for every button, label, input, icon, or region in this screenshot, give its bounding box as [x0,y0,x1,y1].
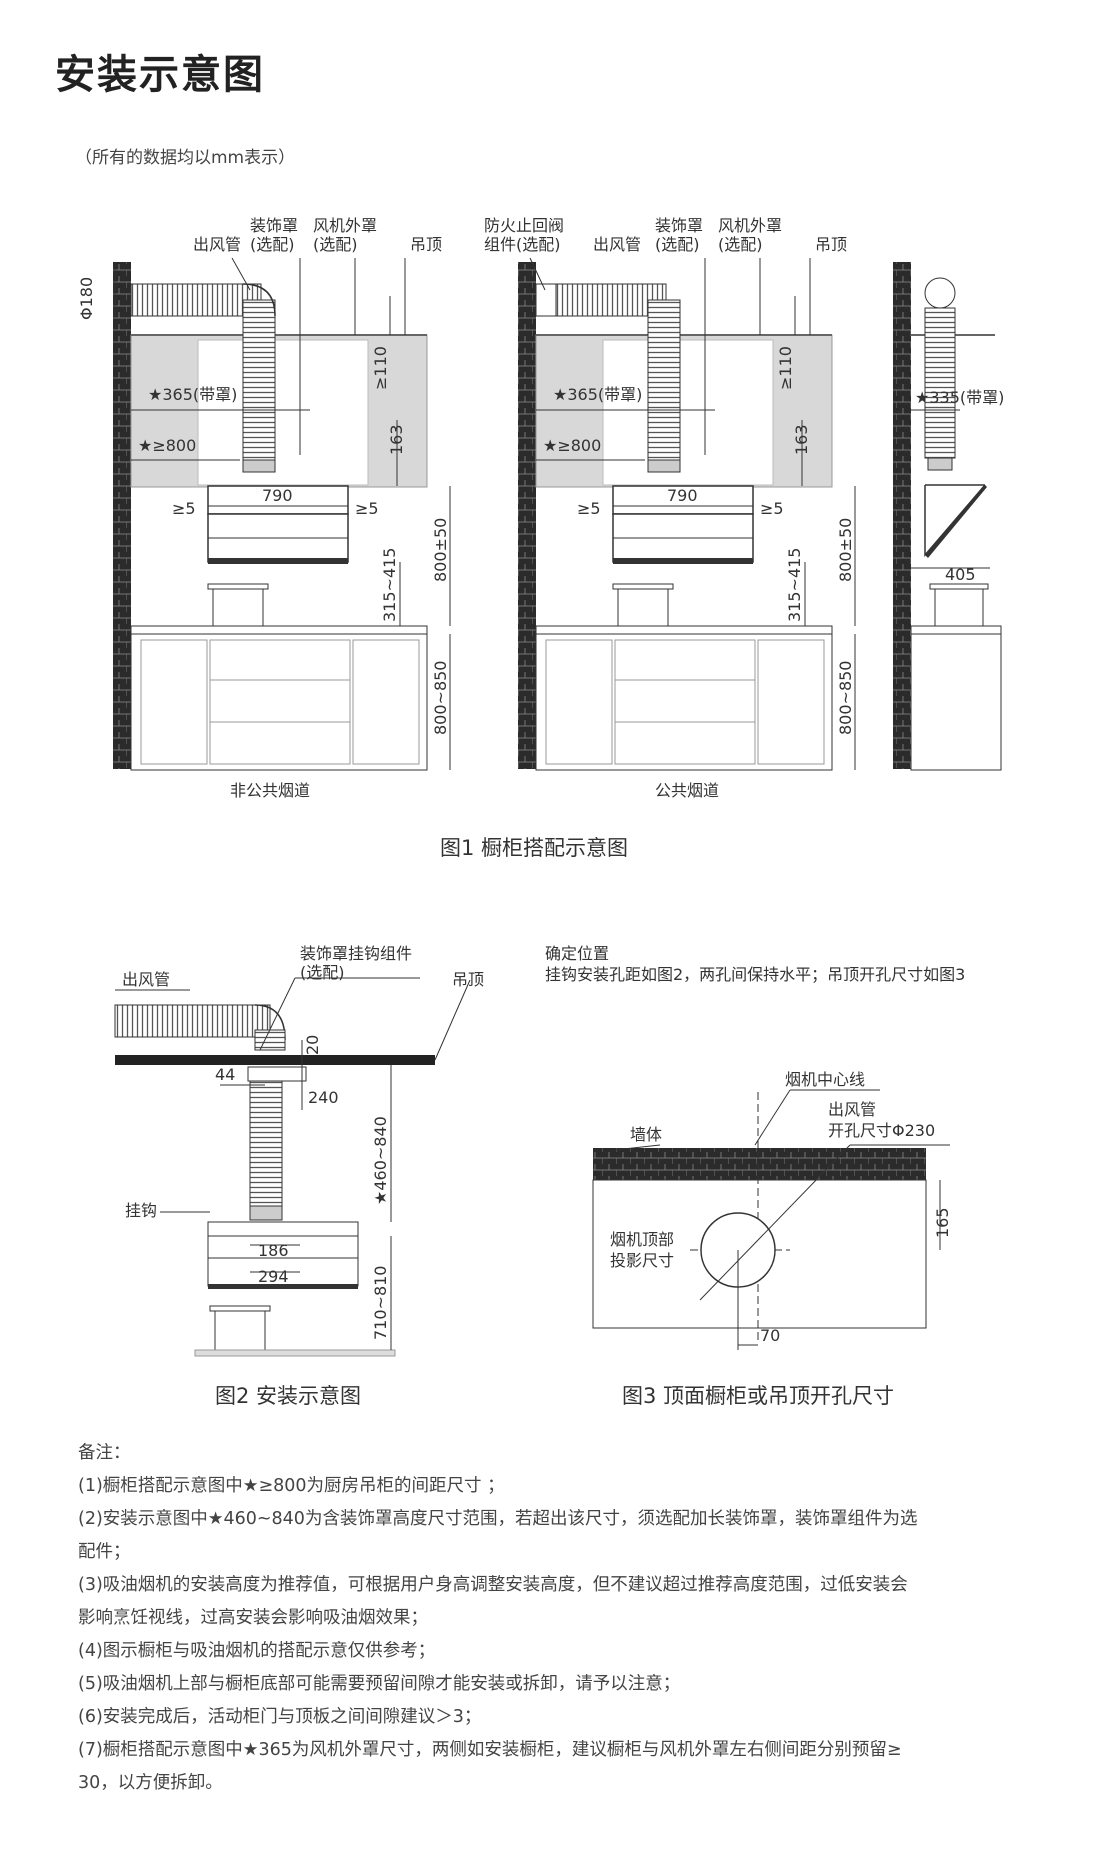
note-line: 30，以方便拆卸。 [78,1773,223,1793]
note-line: (2)安装示意图中★460~840为含装饰罩高度尺寸范围，若超出该尺寸，须选配加… [78,1509,918,1529]
fig1-left-r800-50: 800±50 [431,518,450,582]
fig1-left-flue-label: 非公共烟道 [230,781,310,800]
fig2-diagram [114,977,471,1357]
fig1-mid-fanghuo2: 组件(选配) [484,235,561,254]
note-line: (5)吸油烟机上部与橱柜底部可能需要预留间隙才能安装或拆卸，请予以注意； [78,1674,681,1694]
wall-brick [893,262,911,769]
note-line: (1)橱柜搭配示意图中★≥800为厨房吊柜的间距尺寸 ； [78,1476,505,1496]
fig3-chufengguan: 出风管 [828,1100,876,1119]
fig1-mid-ge5b: ≥5 [760,499,784,518]
fig1-left-ge5a: ≥5 [172,499,196,518]
wall-brick [113,262,131,769]
fig1-mid-r315: 315~415 [785,548,804,622]
fig1-left-r315: 315~415 [380,548,399,622]
fig1-left-diagram [113,257,451,771]
fig3-d165: 165 [933,1207,952,1238]
fig1-right-d405: 405 [945,565,976,584]
fig1-left-star800: ★≥800 [138,436,196,455]
page-subtitle: （所有的数据均以mm表示） [75,148,296,168]
fig2-caption: 图2 安装示意图 [215,1384,362,1408]
fig1-left-zhuangshizhao: 装饰罩 [250,216,298,235]
fig1-mid-fengjiwaizhao: 风机外罩 [718,216,782,235]
fig2-d186: 186 [258,1241,289,1260]
fig1-right-star335: ★335(带罩) [915,388,1004,407]
notes-block: 备注： (1)橱柜搭配示意图中★≥800为厨房吊柜的间距尺寸 ； (2)安装示意… [78,1437,1018,1800]
fig3-queding: 确定位置 [545,944,609,963]
page-title: 安装示意图 [55,52,265,98]
wall-brick [593,1148,926,1180]
fig1-mid-fanghuo1: 防火止回阀 [484,216,564,235]
fig1-mid-star365: ★365(带罩) [553,385,642,404]
fig1-left-d163: 163 [387,424,406,455]
note-line: (4)图示橱柜与吸油烟机的搭配示意仅供参考； [78,1641,436,1661]
fig1-left-diaoding: 吊顶 [410,235,442,254]
fig1-left-phi180: Φ180 [77,277,96,320]
fig1-mid-star800: ★≥800 [543,436,601,455]
fig1-mid-xuanpei1: (选配) [655,235,700,254]
note-line: (7)橱柜搭配示意图中★365为风机外罩尺寸，两侧如安装橱柜，建议橱柜与风机外罩… [78,1740,902,1760]
fig2-r710: 710~810 [371,1266,390,1340]
note-line: 影响烹饪视线，过高安装会影响吸油烟效果； [78,1608,428,1628]
fig1-mid-diagram [518,257,856,771]
fig3-caption: 图3 顶面橱柜或吊顶开孔尺寸 [622,1384,895,1408]
note-line: (3)吸油烟机的安装高度为推荐值，可根据用户身高调整安装高度，但不建议超过推荐高… [78,1575,908,1595]
fig1-left-xuanpei1: (选配) [250,235,295,254]
fig1-mid-r800-850: 800~850 [836,661,855,735]
fig1-left-star365: ★365(带罩) [148,385,237,404]
fig3-kaikong: 开孔尺寸Φ230 [828,1121,935,1140]
fig1-left-ge5b: ≥5 [355,499,379,518]
fig2-zhuangshi1: 装饰罩挂钩组件 [300,944,412,963]
fig1-mid-r800-50: 800±50 [836,518,855,582]
fig3-yanji-center: 烟机中心线 [785,1070,865,1089]
fig2-diaoding: 吊顶 [452,970,484,989]
fig1-left-r800-850: 800~850 [431,661,450,735]
fig1-mid-chuqiguan: 出风管 [593,235,641,254]
fig3-touying2: 投影尺寸 [610,1251,674,1270]
fig2-chuqiguan: 出风管 [122,970,170,989]
fig1-mid-d790: 790 [667,486,698,505]
fig3-guagou-desc: 挂钩安装孔距如图2，两孔间保持水平；吊顶开孔尺寸如图3 [545,965,965,984]
fig2-d240: 240 [308,1088,339,1107]
fig2-d44: 44 [215,1065,235,1084]
fig2-guagou: 挂钩 [125,1201,157,1220]
fig3-diagram [592,1089,950,1350]
fig2-d294: 294 [258,1267,289,1286]
fig2-zhuangshi2: (选配) [300,963,345,982]
fig3-d70: 70 [760,1326,780,1345]
fig1-mid-d163: 163 [792,424,811,455]
note-line: (6)安装完成后，活动柜门与顶板之间间隙建议＞3； [78,1707,482,1727]
fig1-mid-ge110: ≥110 [776,346,795,390]
wall-brick [518,262,536,769]
note-line: 配件； [78,1542,131,1562]
fig1-left-xuanpei2: (选配) [313,235,358,254]
fig1-right-diagram [893,262,1002,771]
fig3-touying1: 烟机顶部 [610,1230,674,1249]
fig1-left-ge110: ≥110 [371,346,390,390]
fig1-caption: 图1 橱柜搭配示意图 [440,836,629,860]
fig1-mid-ge5a: ≥5 [577,499,601,518]
fig1-mid-diaoding: 吊顶 [815,235,847,254]
fig3-qiangti: 墙体 [630,1125,662,1144]
fig1-left-chuqiguan: 出风管 [193,235,241,254]
note-line: 备注： [78,1443,131,1463]
fig2-d20: 20 [303,1035,322,1055]
fig1-left-fengjiwaizhao: 风机外罩 [313,216,377,235]
fig1-mid-flue-label: 公共烟道 [655,781,719,800]
fig1-mid-zhuangshizhao: 装饰罩 [655,216,703,235]
fig1-left-d790: 790 [262,486,293,505]
fig1-mid-xuanpei2: (选配) [718,235,763,254]
fig2-r460: ★460~840 [371,1116,390,1205]
